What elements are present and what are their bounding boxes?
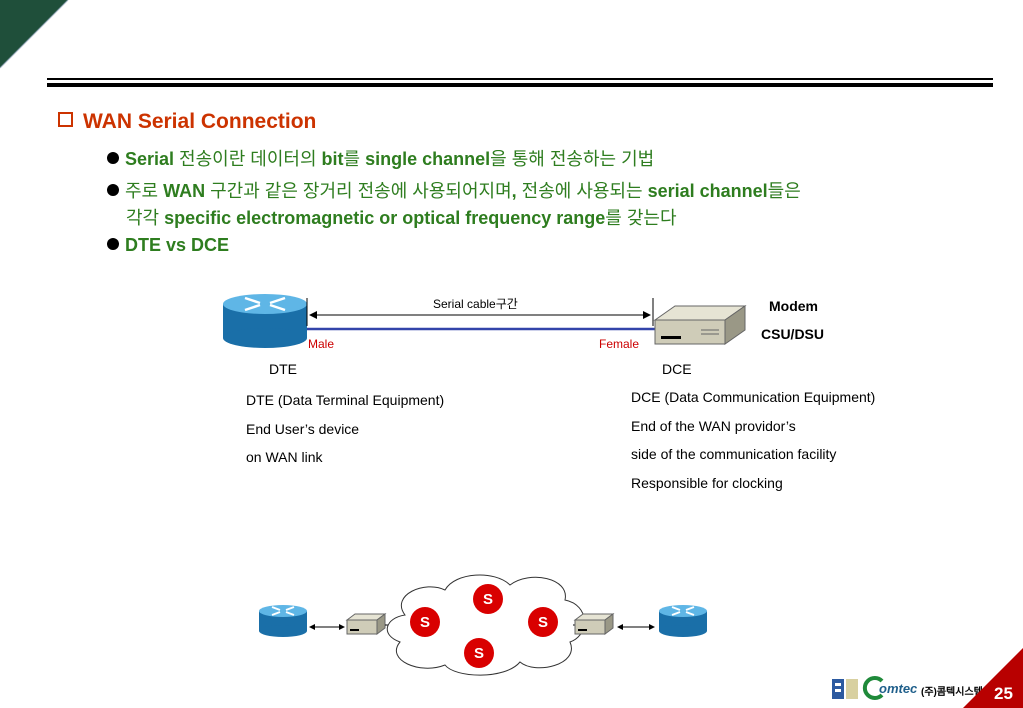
switch-label: S xyxy=(474,645,484,662)
switch-node xyxy=(464,638,494,668)
female-label: Female xyxy=(599,337,640,351)
page-corner xyxy=(963,648,1023,708)
bullet-3: DTE vs DCE xyxy=(107,235,229,256)
bullet-1: Serial 전송이란 데이터의 bit를 single channel을 통해… xyxy=(107,145,654,171)
bullet-dot-icon xyxy=(107,152,119,164)
router-icon xyxy=(259,605,307,637)
page-number: 25 xyxy=(994,684,1013,703)
bullet-2-continued: 각각 specific electromagnetic or optical f… xyxy=(126,208,677,228)
switch-label: S xyxy=(538,614,548,631)
router-icon xyxy=(659,605,707,637)
checkbox-bullet-icon xyxy=(58,112,73,127)
dce-label: DCE xyxy=(662,361,692,377)
bullet-2: 주로 WAN 구간과 같은 장거리 전송에 사용되어지며, 전송에 사용되는 s… xyxy=(107,177,801,203)
dte-dce-diagram xyxy=(223,294,747,348)
csu-dsu-icon xyxy=(653,305,747,345)
header-rule xyxy=(47,78,993,87)
switch-label: S xyxy=(483,591,493,608)
csu-dsu-label: CSU/DSU xyxy=(761,326,825,342)
corner-decoration xyxy=(0,0,69,69)
wan-cloud-icon xyxy=(387,574,585,676)
switch-node xyxy=(473,584,503,614)
csu-dsu-icon xyxy=(345,613,387,635)
dte-description: DTE (Data Terminal Equipment) End User’s… xyxy=(246,392,445,465)
cable-label: Serial cable구간 xyxy=(433,297,518,311)
csu-dsu-icon xyxy=(573,613,615,635)
bullet-dot-icon xyxy=(107,238,119,250)
router-icon xyxy=(223,294,307,348)
partner-logo xyxy=(832,679,858,699)
modem-label: Modem xyxy=(769,298,818,314)
company-name: (주)콤텍시스템 xyxy=(921,687,983,698)
switch-node xyxy=(410,607,440,637)
dce-description: DCE (Data Communication Equipment) End o… xyxy=(631,389,876,491)
male-label: Male xyxy=(308,337,335,351)
slide-title: WAN Serial Connection xyxy=(58,110,316,134)
comtec-logo-icon xyxy=(862,676,884,700)
bullet-dot-icon xyxy=(107,184,119,196)
wan-cloud-diagram: S S S S xyxy=(259,574,707,676)
comtec-logo-text: omtec xyxy=(879,681,918,696)
switch-node xyxy=(528,607,558,637)
switch-label: S xyxy=(420,614,430,631)
dte-label: DTE xyxy=(269,361,297,377)
